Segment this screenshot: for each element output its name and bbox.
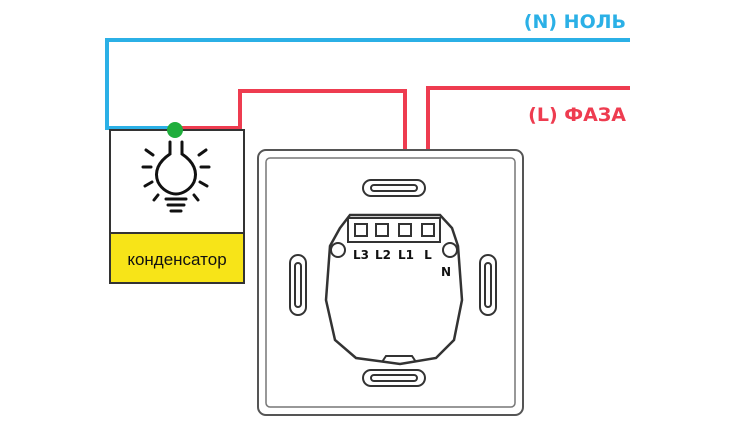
lamp-box [109,129,245,234]
bottom-notch [381,355,417,363]
terminal-block [347,217,441,243]
neutral-wire [105,38,630,130]
terminal-screws [354,223,435,237]
capacitor-label: конденсатор [127,250,226,269]
switch-mechanism [324,213,464,366]
mount-hole-left [330,242,346,258]
junction-dot [167,122,183,138]
capacitor-box [109,232,245,284]
terminal-label-n: N [441,265,451,279]
light-bulb-icon [141,140,211,213]
switched-phase-wire [180,89,407,224]
neutral-label: (N) НОЛЬ [524,11,626,33]
terminal-label-l1: L1 [398,248,414,262]
phase-label: (L) ФАЗА [528,104,626,126]
switch-frame-inner [265,157,516,408]
mounting-slots [289,179,497,387]
mount-hole-right [442,242,458,258]
terminal-label-l: L [424,248,432,262]
terminal-label-l2: L2 [375,248,391,262]
terminal-label-l3: L3 [353,248,369,262]
